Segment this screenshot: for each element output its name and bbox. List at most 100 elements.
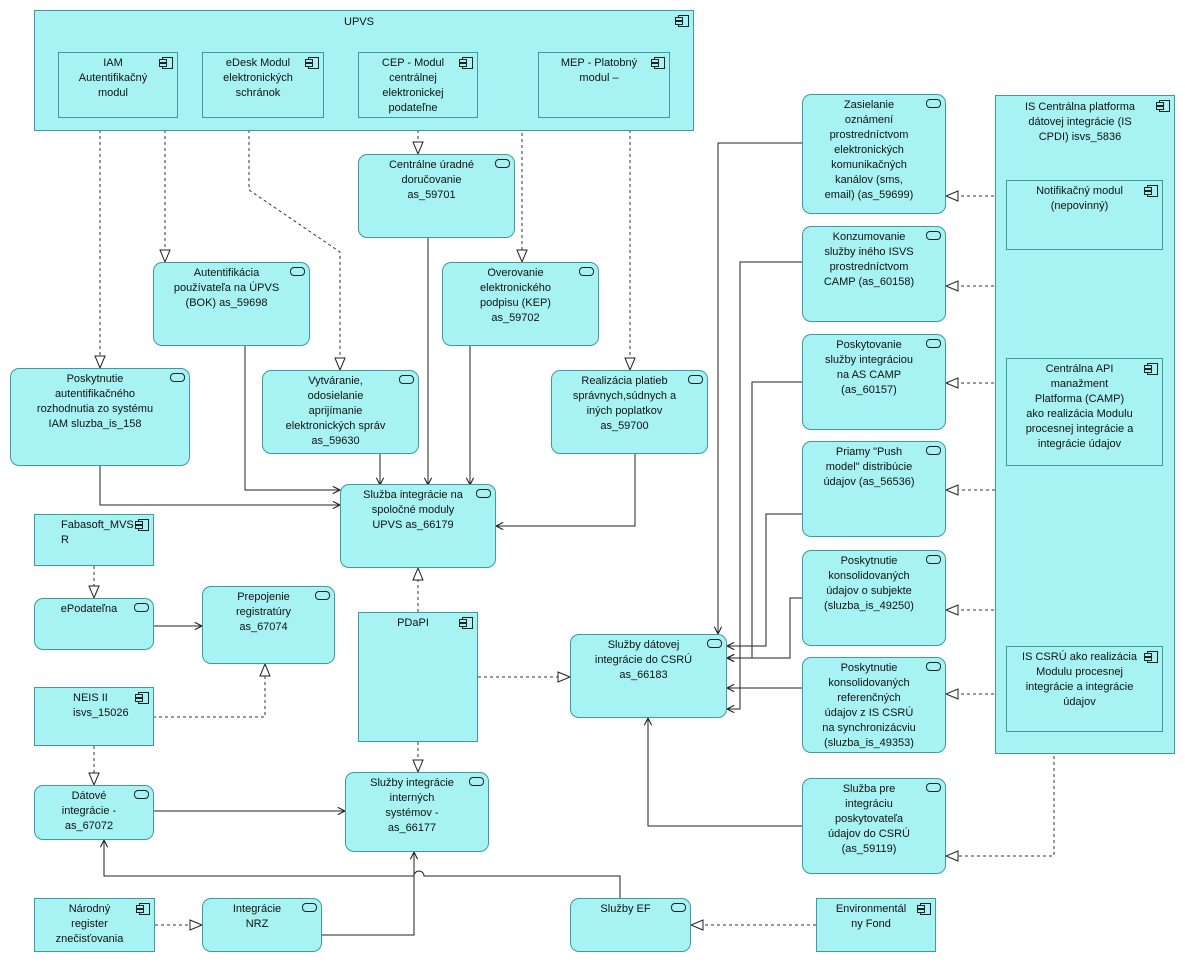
flow-inrz-sii — [322, 852, 414, 936]
service-icon — [926, 783, 941, 792]
component-pdapi[interactable]: PDaPI — [358, 612, 478, 742]
flow-plat-sism — [496, 454, 636, 526]
service-vyt-label: Vytváranie, odosielanie aprijímanie elek… — [285, 375, 386, 447]
component-pdapi-label: PDaPI — [397, 617, 429, 629]
service-prepojenie-label: Prepojenie registratúry as_67074 — [235, 591, 292, 633]
component-fabasoft[interactable]: Fabasoft_MVS R — [34, 514, 154, 566]
flow-zas-sdi — [718, 142, 802, 634]
component-icon — [136, 903, 150, 915]
realization-neis-prep — [153, 664, 265, 718]
component-icon — [135, 692, 149, 704]
service-icon — [926, 339, 941, 348]
realization-lines — [94, 81, 1055, 925]
component-is-csru-label: IS CSRÚ ako realizácia Modulu procesnej … — [1022, 651, 1137, 708]
component-edesk[interactable]: eDesk Modul elektronických schránok — [202, 52, 324, 118]
component-cep[interactable]: CEP - Modul centrálnej elektronickej pod… — [358, 52, 478, 118]
service-konsolidovane-subjekt[interactable]: Poskytnutie konsolidovaných údajov o sub… — [802, 550, 946, 646]
component-environmentalny-fond[interactable]: Environmentál ny Fond — [816, 898, 936, 952]
service-icon — [926, 446, 941, 455]
component-camp[interactable]: Centrálna API manažment Platforma (CAMP)… — [1006, 358, 1163, 466]
service-icon — [579, 267, 594, 276]
service-icon — [170, 373, 185, 382]
service-plat-label: Realizácia platieb správnych,súdnych a i… — [572, 375, 677, 432]
service-zasielanie[interactable]: Zasielanie oznámení prostredníctvom elek… — [802, 94, 946, 214]
component-iam-label: IAM Autentifikačný modul — [78, 57, 148, 99]
service-integracie-nrz-label: Integrácie NRZ — [232, 903, 282, 930]
service-sdi[interactable]: Služby dátovej integrácie do CSRÚ as_661… — [570, 634, 727, 718]
flow-sef-di — [104, 840, 621, 900]
service-sii-label: Služby integrácie interných systémov - a… — [370, 777, 454, 834]
service-integracia-poskytovatela-label: Služba pre integráciu poskytovateľa údaj… — [828, 783, 910, 855]
component-iam[interactable]: IAM Autentifikačný modul — [58, 52, 178, 118]
component-edesk-label: eDesk Modul elektronických schránok — [223, 57, 293, 99]
component-icon — [651, 57, 665, 69]
service-icon — [926, 662, 941, 671]
service-cud-label: Centrálne úradné doručovanie as_59701 — [388, 159, 474, 201]
service-sluzby-ef-label: Služby EF — [600, 903, 651, 915]
service-pad-label: Poskytnutie autentifikačného rozhodnutia… — [36, 373, 154, 430]
service-cud[interactable]: Centrálne úradné doručovanie as_59701 — [358, 154, 515, 238]
flow-auth-sism — [244, 346, 340, 490]
service-kep[interactable]: Overovanie elektronického podpisu (KEP) … — [442, 262, 599, 346]
service-vyt[interactable]: Vytváranie, odosielanie aprijímanie elek… — [262, 370, 419, 454]
service-konsolidovane-referencne-label: Poskytnutie konsolidovaných referenčných… — [822, 662, 916, 749]
service-icon — [495, 159, 510, 168]
service-konsolidovane-referencne[interactable]: Poskytnutie konsolidovaných referenčných… — [802, 657, 946, 753]
component-mep-label: MEP - Platobný modul – — [560, 57, 638, 84]
service-icon — [926, 99, 941, 108]
service-auth-label: Autentifikácia používateľa na ÚPVS (BOK)… — [173, 267, 280, 309]
flow-lines — [99, 142, 802, 936]
service-icon — [134, 603, 149, 612]
service-plat[interactable]: Realizácia platieb správnych,súdnych a i… — [551, 370, 708, 454]
service-auth[interactable]: Autentifikácia používateľa na ÚPVS (BOK)… — [153, 262, 310, 346]
service-epodatelna-label: ePodateľna — [60, 603, 118, 615]
service-poskytovanie[interactable]: Poskytovanie služby integráciou na AS CA… — [802, 334, 946, 430]
service-icon — [134, 790, 149, 799]
service-konzumovanie[interactable]: Konzumovanie služby iného ISVS prostredn… — [802, 226, 946, 322]
service-di[interactable]: Dátové integrácie - as_67072 — [34, 785, 154, 840]
flow-spi-sdi — [648, 718, 802, 827]
service-icon — [469, 777, 484, 786]
component-mep[interactable]: MEP - Platobný modul – — [538, 52, 670, 118]
component-nrz-label: Národný register znečisťovania — [55, 903, 124, 945]
component-icon — [159, 57, 173, 69]
service-sluzby-ef[interactable]: Služby EF — [570, 898, 691, 952]
component-icon — [459, 617, 473, 629]
service-integracie-nrz[interactable]: Integrácie NRZ — [202, 898, 322, 952]
flow-posk-sdi — [727, 381, 802, 658]
component-icon — [1144, 363, 1158, 375]
group-upvs-label: UPVS — [344, 16, 374, 28]
service-push-model-label: Priamy "Push model" distribúcie údajov (… — [823, 446, 915, 488]
component-icon — [1144, 651, 1158, 663]
component-is-csru[interactable]: IS CSRÚ ako realizácia Modulu procesnej … — [1006, 646, 1163, 732]
component-icon — [135, 519, 149, 531]
service-sism[interactable]: Služba integrácie na spoločné moduly UPV… — [340, 484, 496, 568]
component-notifikacny-modul-label: Notifikačný modul (nepovinný) — [1036, 185, 1123, 212]
service-epodatelna[interactable]: ePodateľna — [34, 598, 154, 650]
component-neis[interactable]: NEIS II isvs_15026 — [34, 687, 154, 746]
service-icon — [671, 903, 686, 912]
service-icon — [315, 591, 330, 600]
component-icon — [675, 15, 689, 27]
service-integracia-poskytovatela[interactable]: Služba pre integráciu poskytovateľa údaj… — [802, 778, 946, 874]
service-icon — [926, 231, 941, 240]
service-kep-label: Overovanie elektronického podpisu (KEP) … — [480, 267, 551, 324]
component-icon — [459, 57, 473, 69]
service-sdi-label: Služby dátovej integrácie do CSRÚ as_661… — [594, 639, 693, 681]
service-pad[interactable]: Poskytnutie autentifikačného rozhodnutia… — [10, 368, 190, 466]
component-cep-label: CEP - Modul centrálnej elektronickej pod… — [381, 57, 445, 114]
component-fabasoft-label: Fabasoft_MVS R — [61, 519, 134, 546]
service-sii[interactable]: Služby integrácie interných systémov - a… — [345, 772, 489, 852]
component-notifikacny-modul[interactable]: Notifikačný modul (nepovinný) — [1006, 180, 1163, 250]
service-prepojenie[interactable]: Prepojenie registratúry as_67074 — [202, 586, 335, 664]
service-konzumovanie-label: Konzumovanie služby iného ISVS prostredn… — [823, 231, 915, 288]
component-icon — [1144, 185, 1158, 197]
service-di-label: Dátové integrácie - as_67072 — [61, 790, 117, 832]
service-icon — [399, 375, 414, 384]
component-nrz[interactable]: Národný register znečisťovania — [34, 898, 155, 952]
group-is-cpdi-label: IS Centrálna platforma dátovej integráci… — [1024, 101, 1136, 143]
service-icon — [302, 903, 317, 912]
service-konsolidovane-subjekt-label: Poskytnutie konsolidovaných údajov o sub… — [824, 555, 914, 612]
service-push-model[interactable]: Priamy "Push model" distribúcie údajov (… — [802, 441, 946, 537]
